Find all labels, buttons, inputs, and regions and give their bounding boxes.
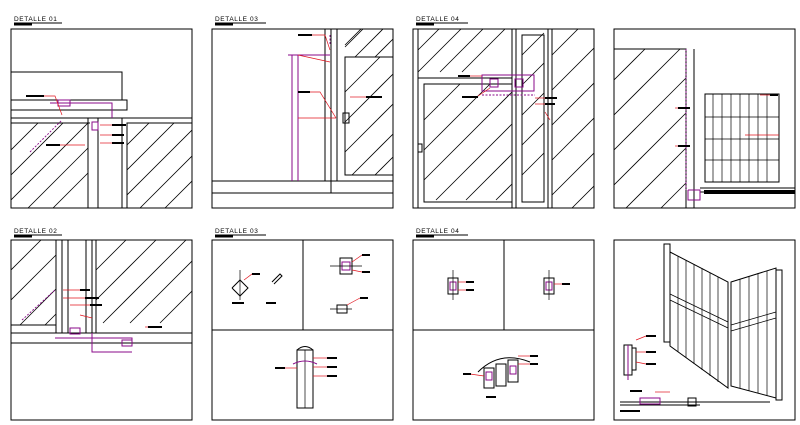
drawing-content (413, 240, 594, 398)
drawing-content (212, 240, 393, 409)
panel-title: DETALLE 01 (14, 16, 57, 23)
title-tag (416, 23, 434, 26)
hatch-column (614, 48, 687, 208)
drawing-content (11, 240, 192, 353)
drawing-content (620, 243, 783, 412)
hatch-left (11, 240, 57, 326)
panel-title: DETALLE 02 (14, 228, 57, 235)
panel-detalle-04-bottom: DETALLE 04 (412, 228, 595, 421)
panel-frame (10, 239, 193, 421)
section-post (275, 346, 337, 409)
drawing-content (614, 48, 795, 208)
drawing-content (212, 29, 393, 194)
gate-bars (669, 256, 777, 396)
section-lock-assembly (463, 355, 538, 398)
title-tag (215, 235, 233, 238)
hatch-leaf-left (417, 29, 513, 201)
drawing-content (11, 71, 192, 208)
section-latch-left (447, 270, 474, 300)
panel-detalle-03-top: DETALLE 03 (211, 16, 394, 209)
panel-detalle-03-bottom: DETALLE 03 (211, 228, 394, 421)
panel-frame (613, 239, 796, 421)
panel-title: DETALLE 03 (215, 228, 258, 235)
panel-detalle-02: DETALLE 02 (10, 228, 193, 421)
hatch-left (11, 122, 89, 208)
title-tag (14, 235, 32, 238)
section-hinge (231, 270, 283, 304)
hatch-leaf-middle (521, 32, 545, 176)
panel-detalle-06 (613, 239, 796, 421)
panel-title: DETALLE 04 (416, 228, 459, 235)
panel-detalle-05 (613, 28, 796, 209)
hatch-right (95, 240, 192, 324)
panel-title: DETALLE 03 (215, 16, 258, 23)
hatch-right (126, 122, 192, 208)
hatch-leaf-right (551, 29, 594, 208)
drawing-content (417, 29, 594, 208)
title-tag (215, 23, 233, 26)
panel-frame (211, 28, 394, 209)
section-plan (330, 254, 370, 314)
gate-bars (705, 94, 779, 182)
section-latch-right (543, 270, 570, 300)
title-tag (14, 23, 32, 26)
panel-detalle-04-top: DETALLE 04 (412, 16, 595, 209)
title-tag (416, 235, 434, 238)
panel-title: DETALLE 04 (416, 16, 459, 23)
panel-detalle-01: DETALLE 01 (10, 16, 193, 209)
panel-frame (412, 28, 595, 209)
